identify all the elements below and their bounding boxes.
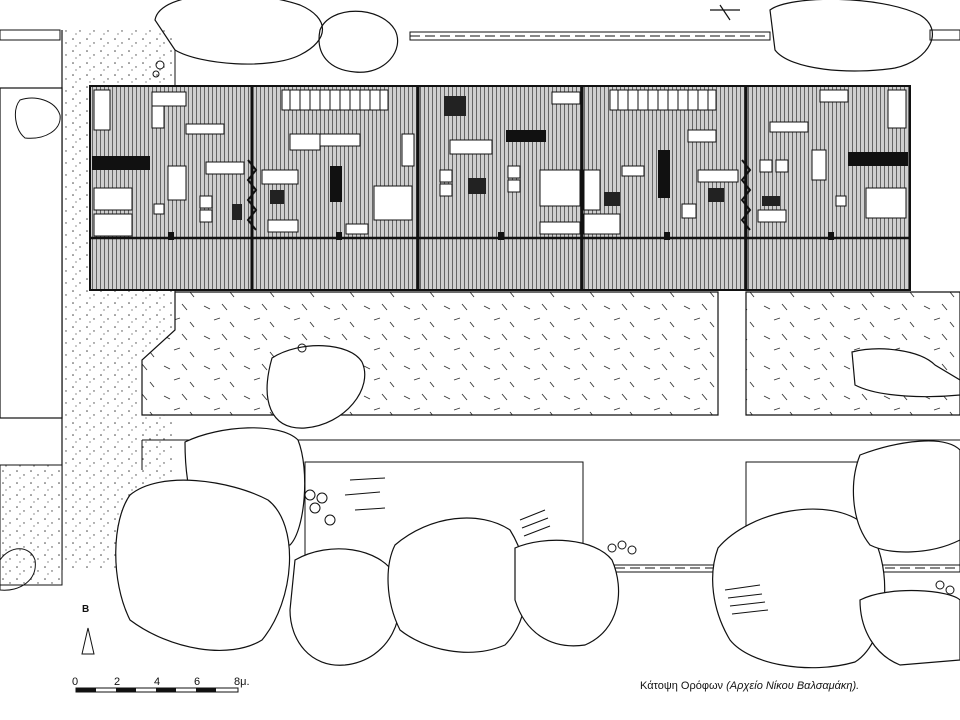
scale-tick-8: 8μ. — [234, 676, 250, 688]
neighbor-building — [0, 87, 63, 586]
row-house-block — [89, 85, 911, 291]
top-trees — [154, 0, 933, 73]
courtyard-tree — [266, 345, 960, 429]
scale-tick-6: 6 — [194, 676, 201, 688]
left-shrubs — [0, 97, 61, 591]
caption-source: (Αρχείο Νίκου Βαλσαμάκη). — [726, 680, 860, 692]
scale-tick-0: 0 — [72, 676, 79, 688]
north-arrow — [81, 627, 95, 655]
scale-tick-2: 2 — [114, 676, 121, 688]
scale-tick-4: 4 — [154, 676, 161, 688]
caption-main: Κάτοψη Ορόφων — [640, 680, 724, 692]
bottom-trees — [115, 427, 960, 669]
north-label: Β — [82, 604, 90, 615]
scale-labels: 0 2 4 6 8μ. — [70, 676, 270, 690]
scale-bar — [75, 687, 239, 693]
top-hedge — [0, 29, 960, 41]
figure-caption: Κάτοψη Ορόφων (Αρχείο Νίκου Βαλσαμάκη). — [640, 680, 859, 692]
shrubs — [152, 60, 955, 615]
